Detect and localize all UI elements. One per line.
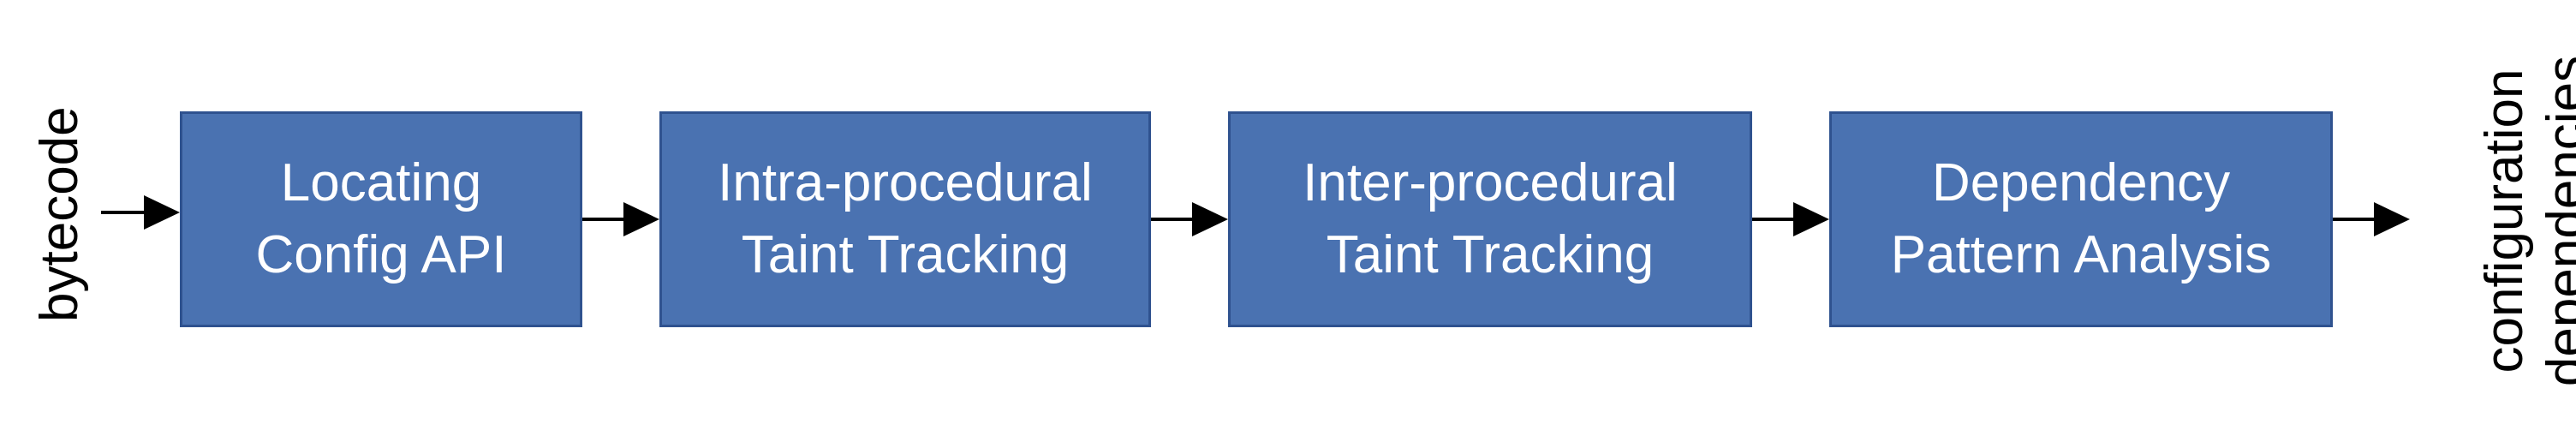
stage-4-line-2: Pattern Analysis (1890, 225, 2272, 284)
arrow-input-to-stage-1 (101, 195, 180, 230)
stage-3-line-1: Inter-procedural (1303, 153, 1678, 212)
stage-box-inter-procedural-taint-tracking: Inter-procedural Taint Tracking (1228, 111, 1752, 327)
arrow-stage-2-to-stage-3 (1151, 202, 1228, 236)
stage-1-line-2: Config API (255, 225, 507, 284)
arrow-stage-3-to-stage-4 (1752, 202, 1829, 236)
stage-box-dependency-pattern-analysis: Dependency Pattern Analysis (1829, 111, 2333, 327)
stage-3-line-2: Taint Tracking (1326, 225, 1655, 284)
stage-1-line-1: Locating (280, 153, 482, 212)
stage-2-line-2: Taint Tracking (741, 225, 1070, 284)
stage-box-intra-procedural-taint-tracking: Intra-procedural Taint Tracking (659, 111, 1151, 327)
stage-2-line-1: Intra-procedural (718, 153, 1093, 212)
arrow-stage-1-to-stage-2 (582, 202, 659, 236)
stage-box-locating-config-api: Locating Config API (180, 111, 582, 327)
arrow-stage-4-to-output (2333, 202, 2410, 236)
stage-4-line-1: Dependency (1931, 153, 2231, 212)
